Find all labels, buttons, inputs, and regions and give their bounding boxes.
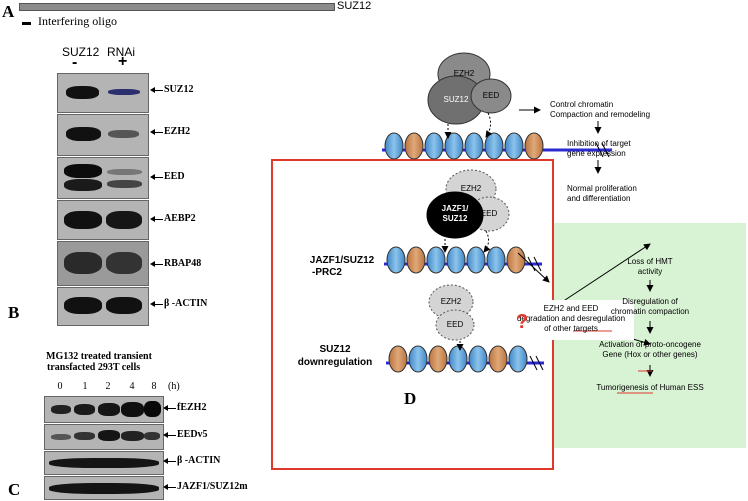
label-fezh2: fEZH2 [162,402,207,413]
green-step-2: activity [637,267,663,276]
label-eedv5: EEDv5 [163,429,208,440]
green-step-3: Disregulation of [622,297,678,306]
panel-c-title-2: transfacted 293T cells [47,362,141,373]
label-actin-b: β -ACTIN [149,298,208,309]
rnai-minus: - [72,54,78,71]
panel-letter-a: A [2,2,15,21]
timepoint-4: 4 [129,381,135,392]
normal-step-5: Normal proliferation [567,184,637,193]
bottom-eed-label: EED [446,320,464,329]
degradation-text-1: EZH2 and EED [543,304,599,313]
blot-actin-c [44,451,164,475]
normal-step-1: Control chromatin [550,100,614,109]
rnai-header-gene: SUZ12 [62,45,100,59]
label-suz12: SUZ12 [149,84,194,95]
normal-step-6: and differentiation [567,194,631,203]
degradation-box [508,300,634,340]
middle-nucleosome-row [384,246,542,274]
oligo-legend-text: Interfering oligo [38,14,117,28]
jazf1-suz12-prc2-label-2: -PRC2 [311,267,342,278]
suz12-downreg-label-2: downregulation [297,357,373,368]
timepoint-1: 1 [82,381,88,392]
rnai-plus: + [118,53,128,70]
panel-letter-b: B [8,303,20,322]
blot-ezh2 [57,114,149,156]
blot-eedv5 [44,424,164,450]
green-step-4: chromatin compaction [610,307,690,316]
top-suz12-label: SUZ12 [443,95,469,104]
blot-rbap48 [57,241,149,286]
normal-step-4: gene expression [567,149,626,158]
bottom-ezh2-label: EZH2 [440,297,462,306]
jazf1-suz12-prc2-label-1: JAZF1/SUZ12 [309,255,375,266]
middle-jazf1-complex [426,169,510,239]
panel-letter-c: C [8,480,21,499]
top-ezh2-label: EZH2 [453,69,475,78]
blot-aebp2 [57,200,149,240]
label-actin-c: β -ACTIN [162,455,221,466]
top-eed-label: EED [482,91,500,100]
oligo-legend-mark [22,22,31,25]
normal-step-3: Inhibition of target [567,139,631,148]
blot-fezh2 [44,396,164,423]
blot-eed [57,157,149,199]
label-eed: EED [150,171,185,182]
normal-step-2: Compaction and remodeling [550,110,651,119]
blot-jazf1-suz12m [44,476,164,500]
panel-letter-d: D [404,389,417,408]
middle-ezh2-label: EZH2 [460,184,482,193]
label-jazf1-suz12m: JAZF1/SUZ12m [163,481,248,492]
blot-suz12 [57,73,149,113]
top-nucleosome-row [382,132,612,160]
jazf1-label-b: SUZ12 [442,214,468,223]
label-aebp2: AEBP2 [150,213,196,224]
label-rbap48: RBAP48 [149,258,202,269]
panel-c-title-1: MG132 treated transient [46,351,152,362]
green-step-5: Activation of proto-oncogene [599,340,701,349]
green-step-1: Loss of HMT [627,257,673,266]
degradation-text-2: degradation and desregulation [516,314,626,323]
jazf1-label-a: JAZF1/ [441,204,469,213]
timepoint-unit: (h) [168,381,180,392]
timepoint-2: 2 [105,381,111,392]
bottom-ezh2-eed [428,284,475,341]
question-mark: ? [516,311,529,333]
middle-eed-label: EED [480,209,498,218]
timepoint-0: 0 [57,381,63,392]
bottom-nucleosome-row [386,345,544,373]
top-prc2-complex [427,52,512,125]
green-step-6: Gene (Hox or other genes) [602,350,698,359]
degradation-text-3: of other targets [544,324,598,333]
suz12-downreg-label-1: SUZ12 [319,344,351,355]
rnai-header-label: RNAi [107,45,136,59]
green-step-7: Tumorigenesis of Human ESS [596,383,704,392]
suz12-gene-label: SUZ12 [337,0,372,12]
blot-actin-b [57,287,149,326]
timepoint-8: 8 [151,381,157,392]
suz12-gene-bar [19,3,335,11]
label-ezh2: EZH2 [149,126,191,137]
